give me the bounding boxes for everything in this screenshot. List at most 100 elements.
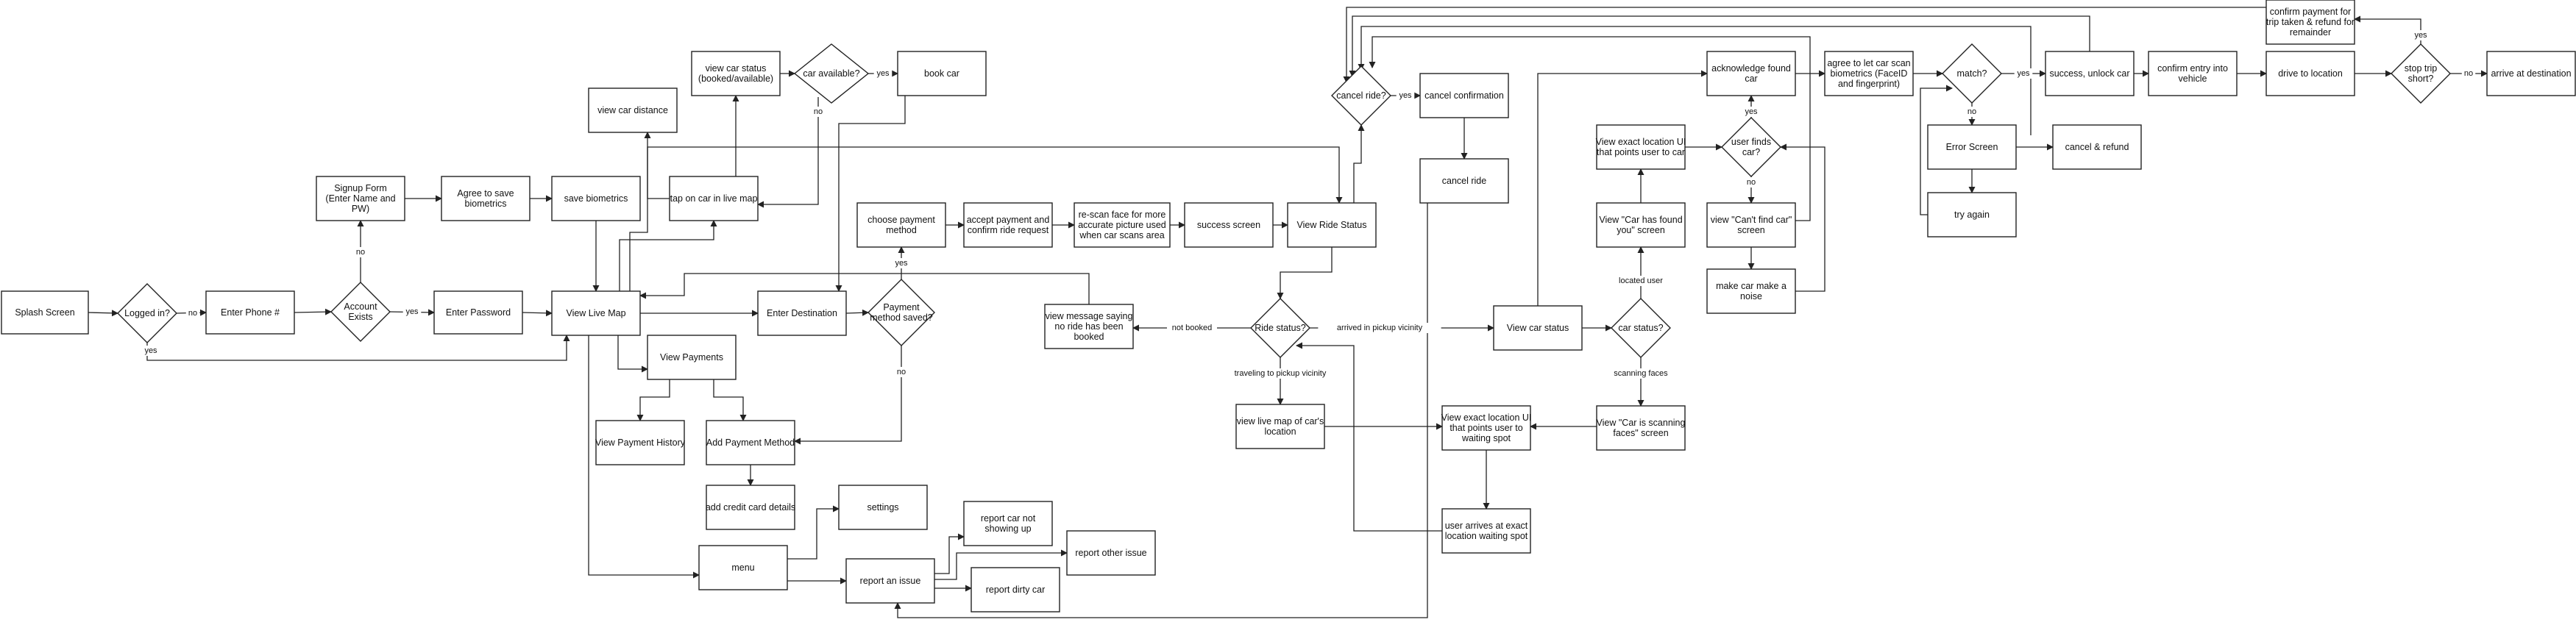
edge-cantfind-cancelq bbox=[1369, 36, 1811, 221]
node-label: make car make a bbox=[1716, 281, 1786, 291]
step-success-screen: success screen bbox=[1184, 202, 1274, 248]
edge-label-text: arrived in pickup vicinity bbox=[1337, 324, 1423, 332]
step-try-again: try again bbox=[1927, 192, 2017, 238]
edge-ridestatus-diamond bbox=[1277, 247, 1333, 299]
node-shape bbox=[1066, 530, 1156, 576]
node-label: re-scan face for more bbox=[1079, 210, 1166, 220]
edge-payment-addmethod bbox=[794, 346, 902, 445]
edge-viewcarstatus-acknowledge bbox=[1537, 70, 1708, 306]
node-shape bbox=[1596, 124, 1686, 170]
node-shape bbox=[1721, 117, 1781, 177]
step-drive-location: drive to location bbox=[2265, 51, 2355, 96]
node-label: screen bbox=[1737, 225, 1765, 235]
node-label: biometrics bbox=[465, 199, 507, 209]
edge-label-background bbox=[892, 258, 911, 268]
node-shape bbox=[433, 290, 523, 335]
edge-label-background bbox=[353, 247, 368, 257]
step-view-payments: View Payments bbox=[647, 335, 737, 380]
node-label: accurate picture used bbox=[1078, 220, 1166, 230]
edge-label-stop-no: no bbox=[2461, 68, 2476, 79]
node-label: Agree to save bbox=[457, 188, 514, 199]
node-shape bbox=[1074, 202, 1171, 248]
edge-label-background bbox=[873, 68, 893, 79]
step-view-car-status: View car status bbox=[1493, 305, 1583, 351]
node-shape bbox=[845, 558, 935, 604]
edge-label-match-yes: yes bbox=[2014, 68, 2033, 79]
node-label: Signup Form bbox=[334, 183, 387, 193]
node-label: method saved? bbox=[870, 312, 933, 323]
edge-destination-payment bbox=[845, 309, 869, 316]
node-shape bbox=[757, 290, 847, 336]
node-label: that points user to bbox=[1450, 423, 1522, 433]
step-enter-phone: Enter Phone # bbox=[205, 290, 295, 335]
edge-label-traveling-pickup: traveling to pickup vicinity bbox=[1214, 368, 1346, 379]
edge-label-text: no bbox=[188, 309, 197, 318]
node-label: car available? bbox=[803, 68, 859, 79]
edge-label-available-no: no bbox=[811, 107, 826, 117]
node-label: Logged in? bbox=[124, 308, 170, 318]
node-shape bbox=[971, 567, 1060, 612]
edge-label-account-yes: yes bbox=[402, 307, 422, 317]
node-label: booked bbox=[1074, 332, 1104, 342]
edge-label-text: yes bbox=[1745, 107, 1758, 116]
node-shape bbox=[2486, 51, 2576, 96]
step-view-live-map: View Live Map bbox=[551, 290, 641, 336]
edge-label-finds-yes: yes bbox=[1742, 107, 1761, 117]
node-shape bbox=[706, 485, 795, 530]
edge-livemap-tap bbox=[619, 220, 717, 291]
node-shape bbox=[1927, 124, 2017, 170]
edge-book-destination bbox=[835, 96, 906, 292]
node-label: remainder bbox=[2290, 27, 2331, 38]
node-shape bbox=[1706, 268, 1796, 314]
edge-label-background bbox=[1214, 368, 1346, 379]
node-label: success, unlock car bbox=[2049, 68, 2129, 79]
node-shape bbox=[2045, 51, 2135, 96]
node-shape bbox=[2052, 124, 2142, 170]
edge-cancelride-report bbox=[894, 203, 1428, 618]
edge-label-background bbox=[2411, 30, 2430, 40]
node-label: PW) bbox=[352, 204, 369, 214]
node-label: Error Screen bbox=[1946, 142, 1998, 152]
node-shape bbox=[1250, 298, 1310, 358]
edge-label-text: yes bbox=[895, 259, 908, 268]
node-label: arrive at destination bbox=[2491, 68, 2571, 79]
node-label: trip taken & refund for bbox=[2266, 17, 2355, 27]
edge-livemap-menu bbox=[588, 335, 700, 579]
edge-menu-settings bbox=[787, 505, 840, 560]
node-label: cancel ride? bbox=[1336, 90, 1385, 101]
node-label: report other issue bbox=[1075, 548, 1146, 558]
edge-splash-logged bbox=[88, 310, 118, 317]
step-report-other: report other issue bbox=[1066, 530, 1156, 576]
node-label: cancel ride bbox=[1442, 176, 1486, 186]
node-label: method bbox=[886, 225, 917, 235]
node-label: choose payment bbox=[867, 215, 935, 225]
node-label: user finds bbox=[1731, 137, 1771, 147]
edge-label-text: yes bbox=[2414, 31, 2427, 40]
edge-label-text: no bbox=[897, 368, 906, 376]
node-label: Enter Destination bbox=[767, 308, 837, 318]
edge-noise-finds bbox=[1780, 143, 1825, 292]
edge-label-text: yes bbox=[876, 69, 890, 78]
step-cancel-refund: cancel & refund bbox=[2052, 124, 2142, 170]
node-shape bbox=[551, 176, 641, 221]
step-enter-destination: Enter Destination bbox=[757, 290, 847, 336]
node-shape bbox=[897, 51, 987, 96]
edge-label-not-booked: not booked bbox=[1167, 323, 1217, 333]
node-label: View exact location UI bbox=[1441, 413, 1532, 423]
node-shape bbox=[1235, 404, 1325, 449]
node-shape bbox=[1331, 65, 1391, 126]
edge-label-payment-yes: yes bbox=[892, 258, 911, 268]
node-shape bbox=[588, 88, 678, 133]
decision-car-status: car status? bbox=[1611, 298, 1671, 358]
node-label: vehicle bbox=[2179, 74, 2207, 84]
node-shape bbox=[669, 176, 759, 221]
